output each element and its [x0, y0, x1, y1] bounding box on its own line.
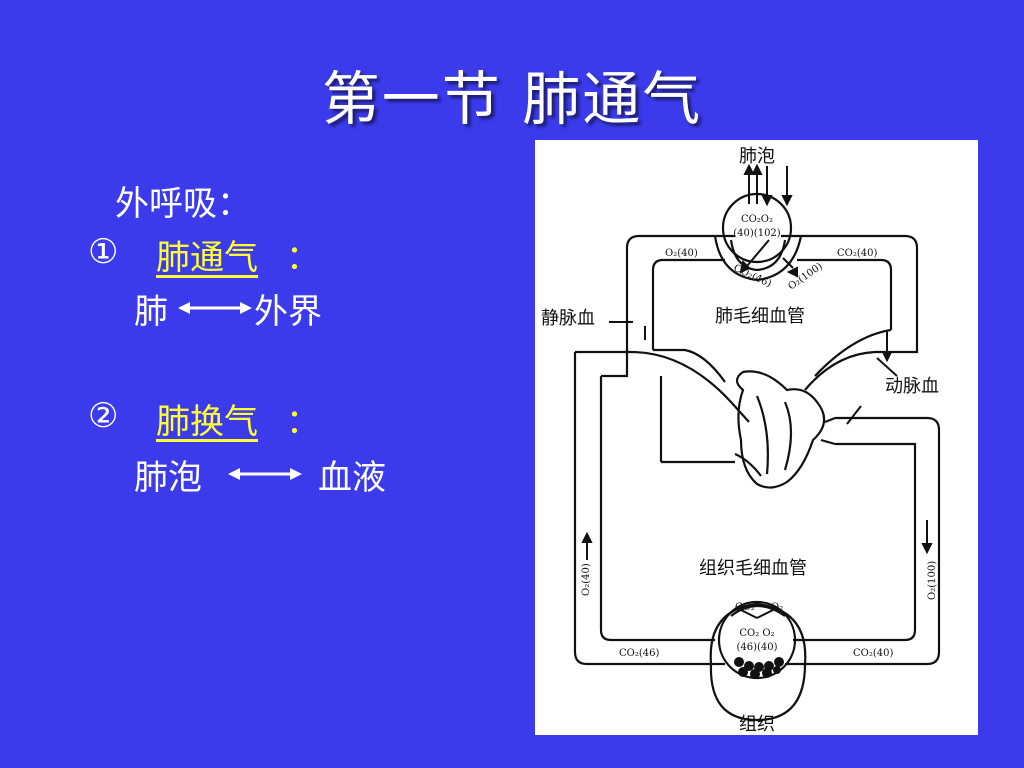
alveolus-text: 肺泡	[739, 146, 775, 167]
external-environment-label: 外界	[254, 292, 322, 332]
item-number-1: ①	[88, 232, 119, 272]
circulation-diagram-svg: 肺泡 静脉血 肺毛细血管 动脉血 组织毛细血管 组织 CO₂O₂ (40)(10…	[541, 146, 941, 735]
alveolus-gas-label: CO₂O₂	[741, 214, 773, 225]
item1-colon: ：	[286, 238, 320, 278]
pulm-o2-in-text: O₂(40)	[665, 248, 698, 259]
arterial-blood-text: 动脉血	[885, 376, 939, 397]
lung-label: 肺	[134, 292, 168, 332]
tissue-text: 组织	[739, 714, 775, 735]
tissue-o2-text: O₂	[771, 602, 783, 613]
tissue-co2-text: CO₂	[735, 602, 755, 613]
pulm-o2-100-text: O₂(100)	[786, 261, 824, 292]
item2-colon: ：	[286, 402, 320, 442]
pulmonary-ventilation-label: 肺通气	[156, 238, 258, 278]
blood-label: 血液	[318, 458, 386, 498]
tissue-gas-values: (46)(40)	[736, 642, 777, 653]
alveolus-label: 肺泡	[134, 458, 202, 498]
tissue-co2-40-text: CO₂(40)	[853, 648, 893, 659]
pulm-co2-out-text: CO₂(40)	[837, 248, 877, 259]
tissue-capillary-text: 组织毛细血管	[699, 558, 807, 579]
external-respiration-label: 外呼吸：	[115, 184, 251, 224]
gas-exchange-label: 肺换气	[156, 402, 258, 442]
tissue-co2-46-text: CO₂(46)	[619, 648, 659, 659]
bidirectional-arrow-icon	[228, 468, 302, 480]
venous-blood-text: 静脉血	[541, 308, 595, 329]
slide-title: 第一节 肺通气	[321, 65, 703, 133]
pulmonary-capillary-text: 肺毛细血管	[715, 306, 805, 327]
alveolus-gas-values: (40)(102)	[733, 228, 781, 239]
tissue-o2-100-text: O₂(100)	[927, 561, 938, 600]
tissue-o2-40-text: O₂(40)	[581, 563, 592, 596]
item-number-2: ②	[88, 396, 119, 436]
bidirectional-arrow-icon	[178, 302, 252, 314]
tissue-gas-label: CO₂ O₂	[739, 628, 774, 639]
circulation-diagram: 肺泡 静脉血 肺毛细血管 动脉血 组织毛细血管 组织 CO₂O₂ (40)(10…	[535, 140, 978, 735]
